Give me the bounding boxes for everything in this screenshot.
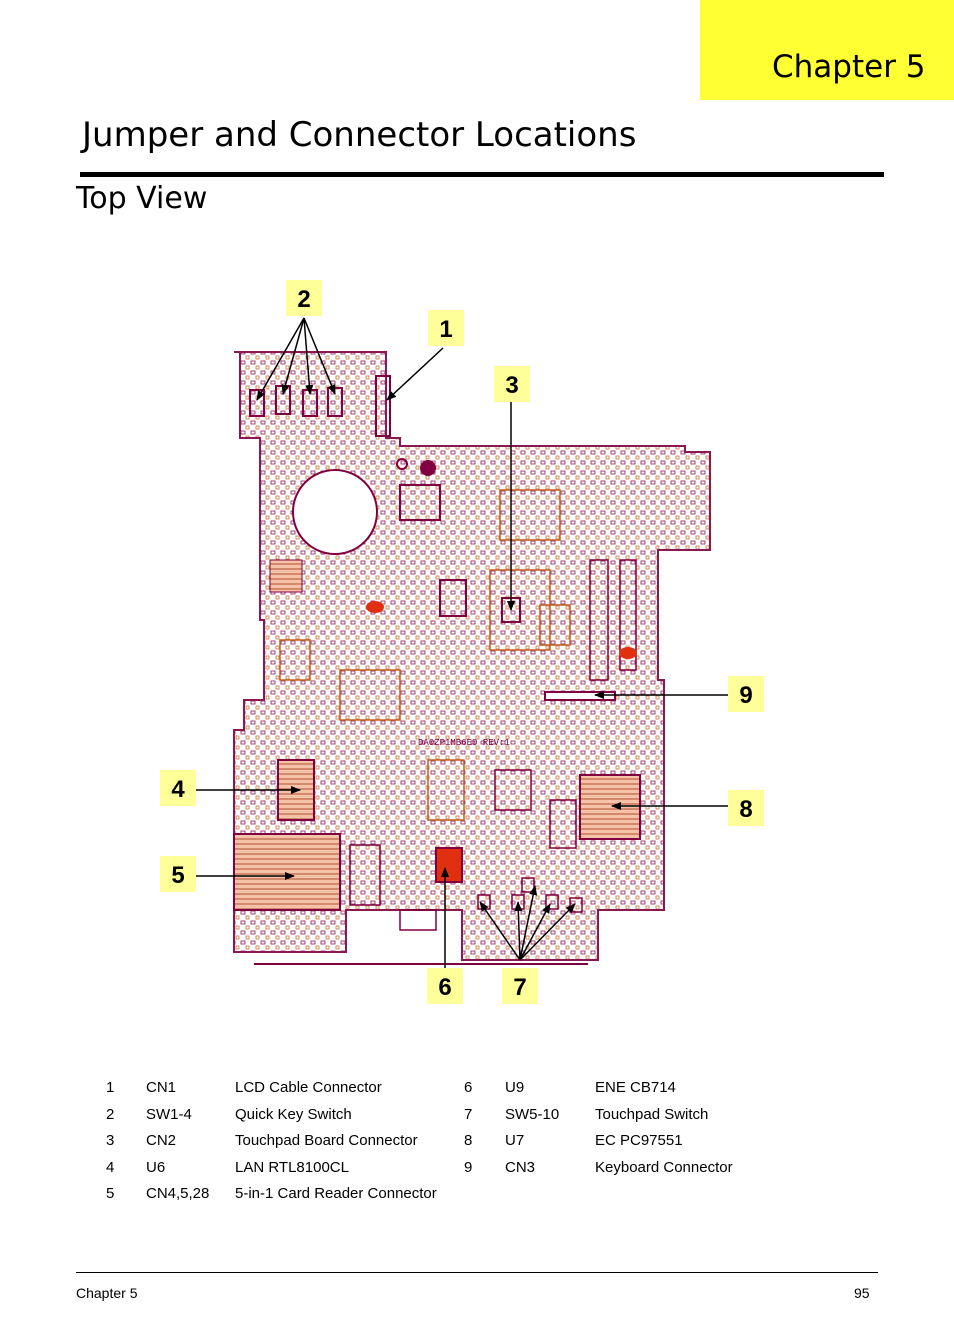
legend-description: ENE CB714 xyxy=(595,1079,676,1096)
chapter-tab-label: Chapter 5 xyxy=(772,49,926,85)
footer-divider xyxy=(76,1272,878,1273)
svg-text:4: 4 xyxy=(171,776,185,803)
legend-reference: SW1-4 xyxy=(146,1105,192,1123)
board-silkscreen-label: DA0ZP1MB6E0 REV:1 xyxy=(418,738,510,748)
title-divider xyxy=(80,172,884,177)
callout-2: 2 xyxy=(286,280,322,316)
callout-arrows xyxy=(195,317,728,968)
callout-3: 3 xyxy=(494,366,530,402)
legend-number: 2 xyxy=(106,1105,115,1123)
callout-8: 8 xyxy=(728,790,764,826)
legend-description: Keyboard Connector xyxy=(595,1158,733,1176)
legend-reference: U6 xyxy=(146,1158,166,1176)
callout-4: 4 xyxy=(160,770,196,806)
svg-text:9: 9 xyxy=(739,682,752,709)
svg-text:1: 1 xyxy=(439,316,452,343)
svg-text:2: 2 xyxy=(297,286,310,313)
legend-description: 5-in-1 Card Reader Connector xyxy=(235,1185,437,1202)
legend-number: 5 xyxy=(106,1185,115,1202)
legend-number: 4 xyxy=(106,1158,115,1176)
legend-number: 6 xyxy=(464,1079,473,1096)
svg-text:5: 5 xyxy=(171,862,184,889)
callout-5: 5 xyxy=(160,856,196,892)
callout-6: 6 xyxy=(427,968,463,1004)
legend-reference: CN2 xyxy=(146,1132,177,1149)
legend-number: 9 xyxy=(464,1158,473,1176)
svg-text:6: 6 xyxy=(438,974,451,1001)
callout-7: 7 xyxy=(502,968,538,1004)
legend-description: Quick Key Switch xyxy=(235,1105,352,1123)
callout-1: 1 xyxy=(428,310,464,346)
motherboard-diagram: DA0ZP1MB6E0 REV:1 xyxy=(160,280,764,1004)
legend-description: Touchpad Board Connector xyxy=(235,1132,418,1149)
legend-number: 3 xyxy=(106,1132,115,1149)
legend-reference: U7 xyxy=(505,1132,525,1149)
svg-text:8: 8 xyxy=(739,796,752,823)
svg-text:7: 7 xyxy=(513,974,526,1001)
section-title: Top View xyxy=(76,181,208,216)
legend-reference: SW5-10 xyxy=(505,1105,560,1123)
callout-9: 9 xyxy=(728,676,764,712)
legend-description: LAN RTL8100CL xyxy=(235,1158,349,1176)
chapter-tab: Chapter 5 xyxy=(700,0,954,100)
page-title: Jumper and Connector Locations xyxy=(82,115,637,155)
legend-reference: U9 xyxy=(505,1079,525,1096)
legend-description: Touchpad Switch xyxy=(595,1105,709,1123)
legend-description: EC PC97551 xyxy=(595,1132,683,1149)
component-markers xyxy=(233,375,641,913)
svg-text:3: 3 xyxy=(505,372,518,399)
legend-number: 8 xyxy=(464,1132,473,1149)
board-components: DA0ZP1MB6E0 REV:1 xyxy=(269,458,637,931)
legend-number: 1 xyxy=(106,1079,115,1096)
legend-description: LCD Cable Connector xyxy=(235,1079,382,1096)
footer-chapter: Chapter 5 xyxy=(76,1285,138,1301)
legend-reference: CN3 xyxy=(505,1158,536,1176)
legend-reference: CN4,5,28 xyxy=(146,1185,210,1202)
legend-number: 7 xyxy=(464,1105,473,1123)
page-number: 95 xyxy=(854,1285,870,1301)
legend-reference: CN1 xyxy=(146,1079,177,1096)
